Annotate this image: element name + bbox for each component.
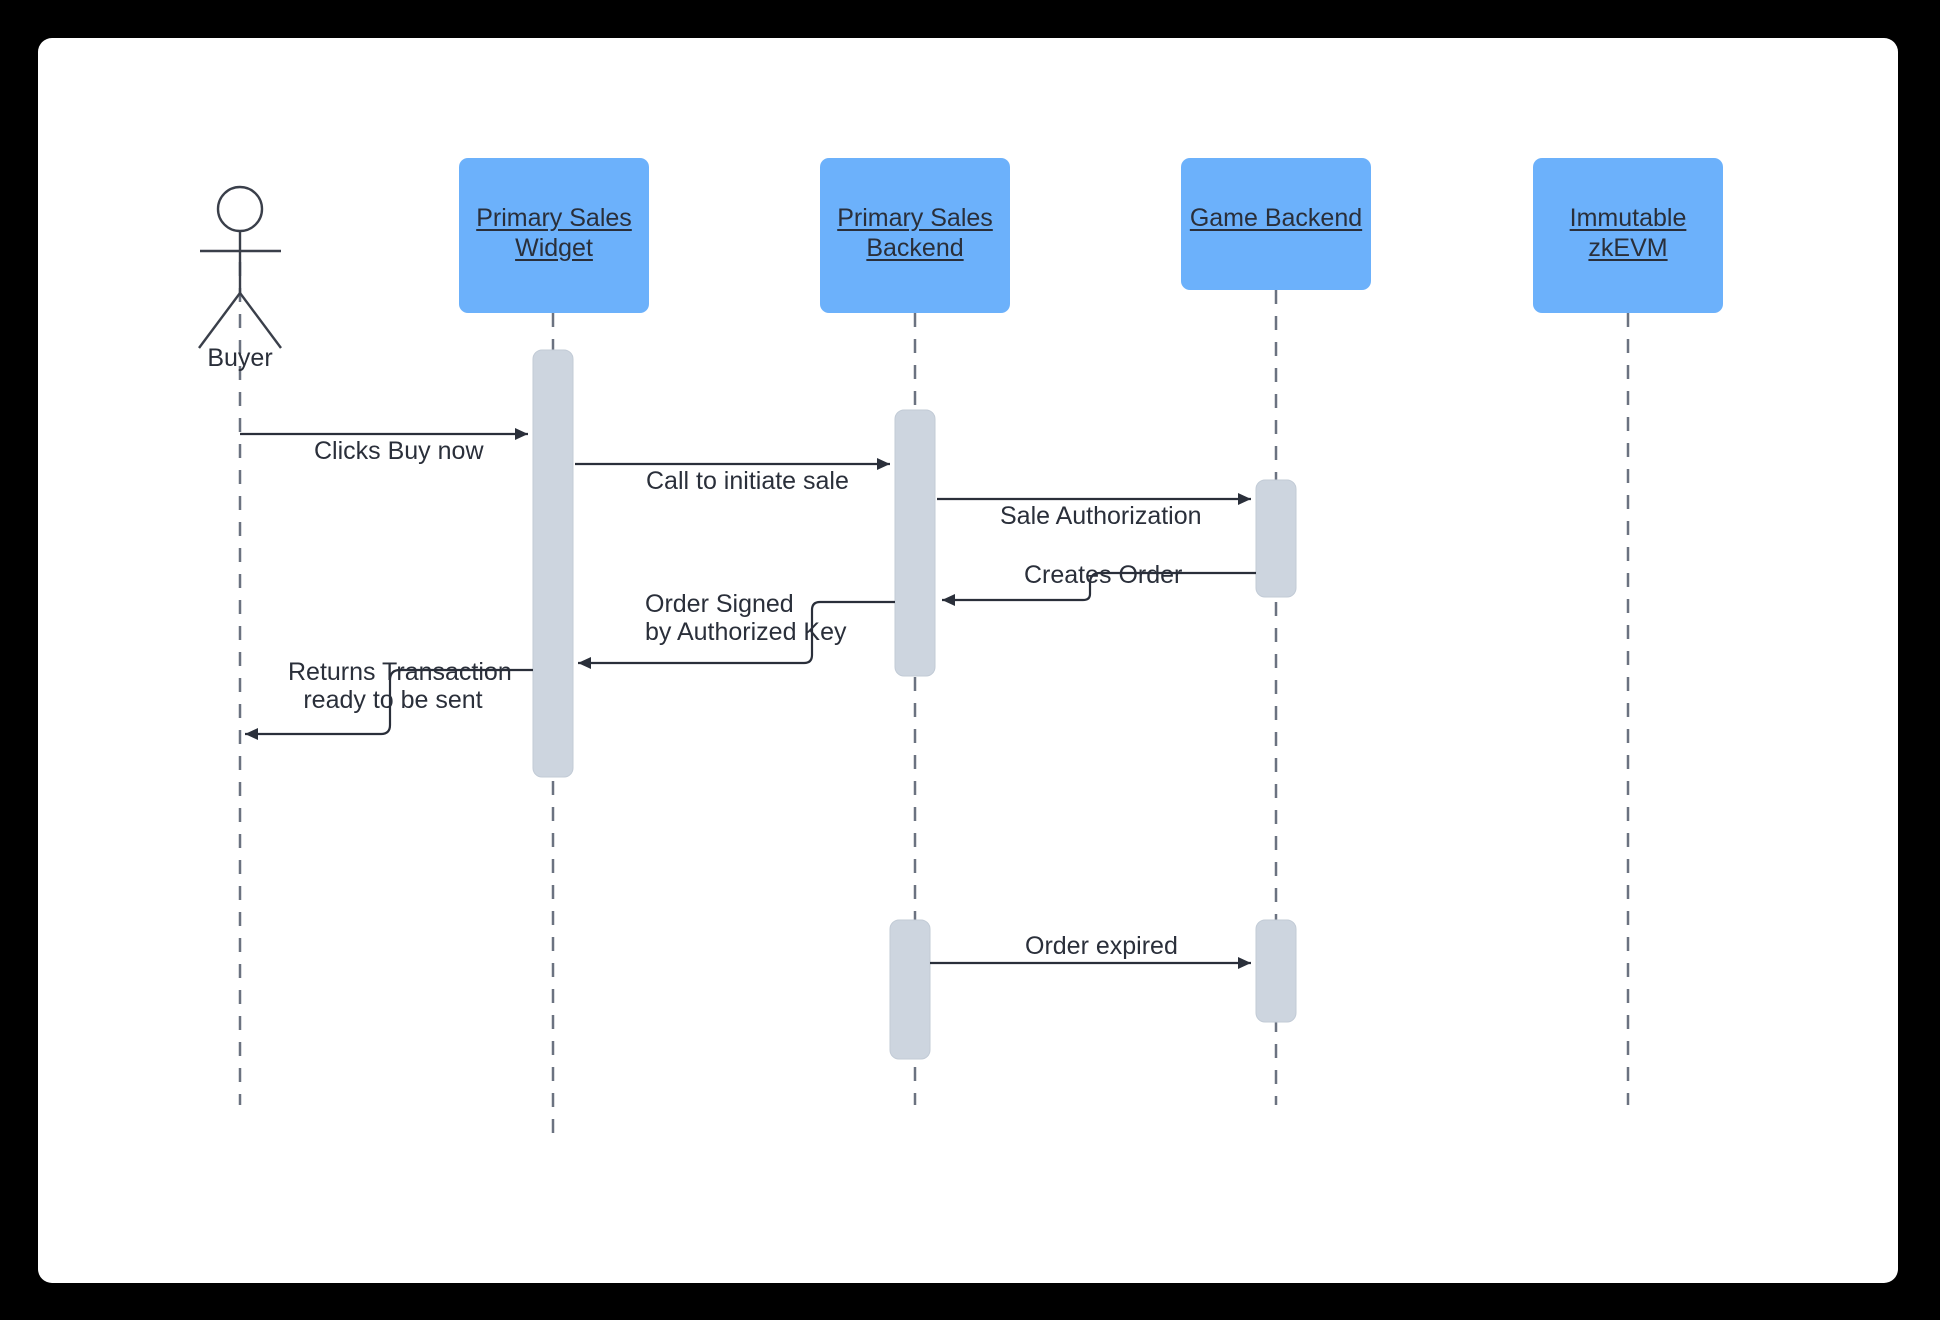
participant-box-zkevm[interactable] xyxy=(1533,158,1723,313)
participant-label-backend: Primary Sales Backend xyxy=(820,203,1010,263)
actor-buyer[interactable] xyxy=(198,185,282,349)
participant-label-zkevm-line2: zkEVM xyxy=(1588,234,1668,262)
activation-backend-2 xyxy=(889,919,931,1060)
activation-widget xyxy=(532,349,574,778)
actor-leg-left xyxy=(198,292,241,349)
actor-head-icon xyxy=(216,185,264,233)
message-label-creates-order: Creates Order xyxy=(1024,561,1183,589)
participant-label-widget: Primary Sales Widget xyxy=(459,203,649,263)
message-label-order-expired: Order expired xyxy=(1025,932,1178,960)
message-label-clicks-buy-now: Clicks Buy now xyxy=(314,437,484,465)
message-arrow-creates-order xyxy=(942,571,1256,606)
actor-leg-right xyxy=(239,292,282,349)
participant-box-widget[interactable] xyxy=(459,158,649,313)
message-label-returns-transaction-line2: ready to be sent xyxy=(303,686,483,714)
message-label-order-signed-line1: Order Signed xyxy=(645,590,794,618)
participant-label-game: Game Backend xyxy=(1181,203,1371,233)
activation-game-2 xyxy=(1255,919,1297,1023)
participant-label-zkevm: Immutable zkEVM xyxy=(1533,203,1723,263)
participant-label-game-line1: Game Backend xyxy=(1189,204,1363,232)
participant-label-zkevm-line1: Immutable xyxy=(1569,204,1687,232)
participant-box-game[interactable] xyxy=(1181,158,1371,290)
message-label-sale-authorization: Sale Authorization xyxy=(1000,502,1202,530)
message-arrow-order-signed xyxy=(578,600,895,669)
activation-game-1 xyxy=(1255,479,1297,598)
message-label-order-signed-line2: by Authorized Key xyxy=(645,618,847,646)
participant-label-widget-line1: Primary Sales xyxy=(476,204,632,232)
message-arrow-returns-transaction xyxy=(245,668,533,740)
participant-boxes xyxy=(459,158,1723,313)
participant-label-backend-line1: Primary Sales xyxy=(837,204,993,232)
message-label-returns-transaction-line1: Returns Transaction xyxy=(288,658,512,686)
participant-box-backend[interactable] xyxy=(820,158,1010,313)
participant-label-backend-line2: Backend xyxy=(866,234,964,262)
actor-label-buyer: Buyer xyxy=(207,344,273,372)
message-label-call-to-initiate-sale: Call to initiate sale xyxy=(646,467,849,495)
participant-label-widget-line2: Widget xyxy=(515,234,593,262)
activation-backend-1 xyxy=(894,409,936,677)
activation-bars xyxy=(532,349,1297,1060)
